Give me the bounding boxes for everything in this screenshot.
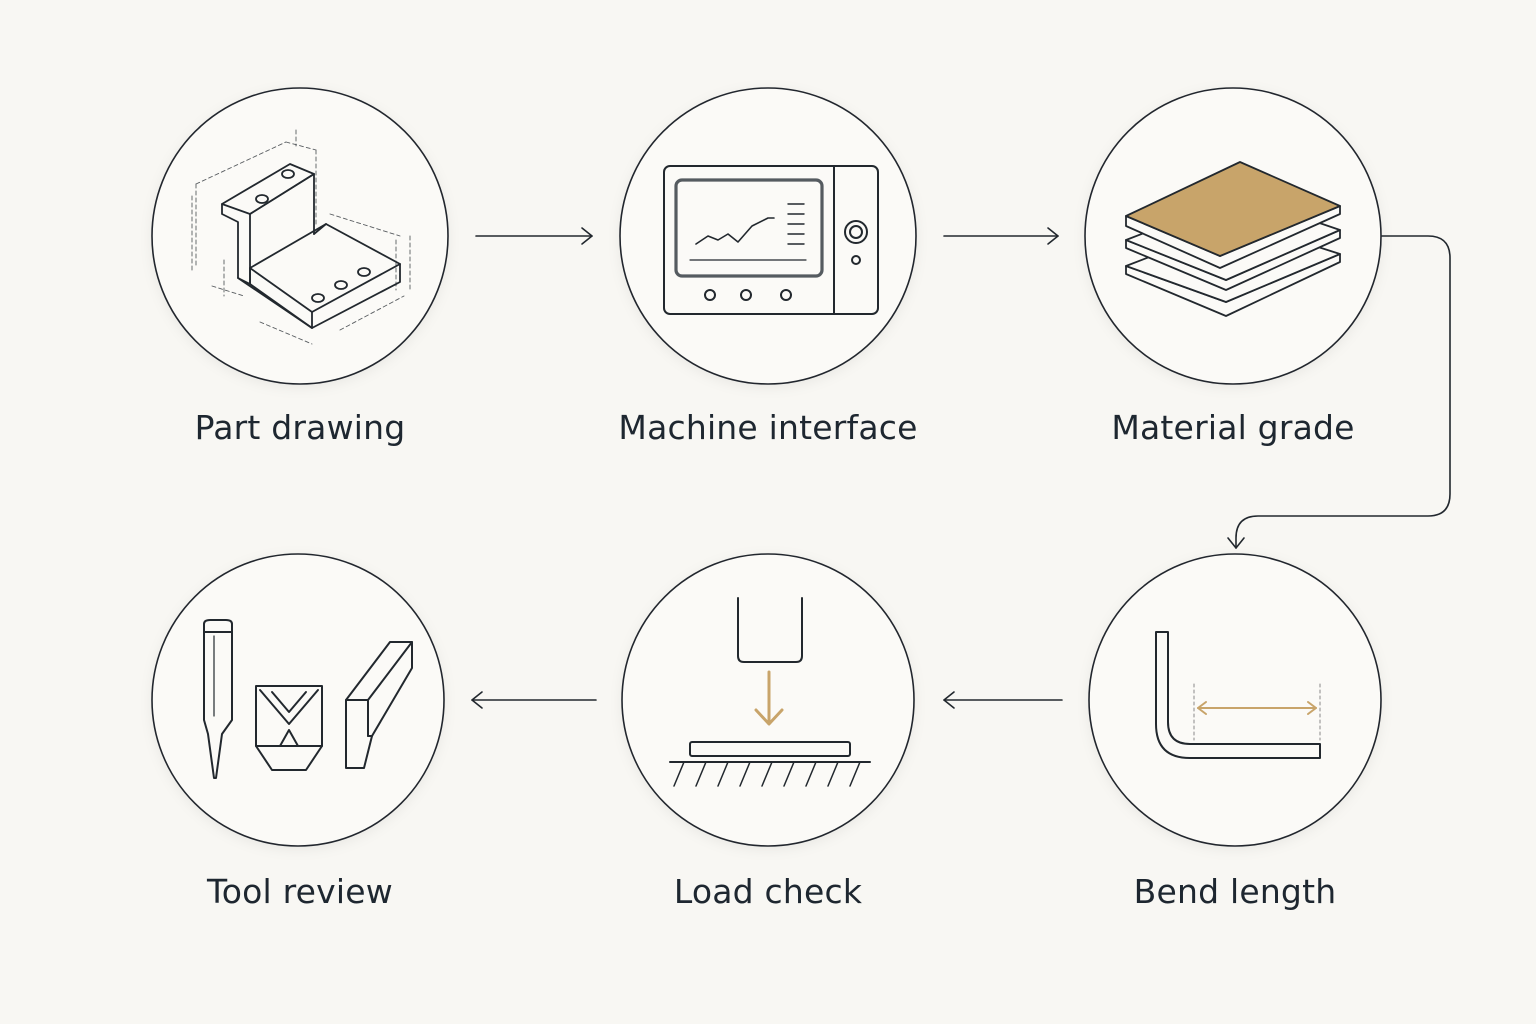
arrow-material-to-bend xyxy=(1227,235,1451,549)
step-label-part-drawing: Part drawing xyxy=(194,408,406,447)
material-grade-icon xyxy=(1125,161,1341,317)
machine-interface-icon xyxy=(663,165,879,315)
step-circle-part-drawing xyxy=(151,87,449,385)
load-check-icon xyxy=(669,597,871,787)
step-label-machine-interface: Machine interface xyxy=(618,408,918,447)
arrow-part-to-machine xyxy=(475,227,593,245)
arrow-machine-to-material xyxy=(943,227,1059,245)
step-label-load-check: Load check xyxy=(673,872,863,911)
arrow-load-to-tool xyxy=(471,691,597,709)
step-circle-machine-interface xyxy=(619,87,917,385)
step-label-material-grade: Material grade xyxy=(1111,408,1355,447)
step-circle-bend-length xyxy=(1088,553,1382,847)
step-label-tool-review: Tool review xyxy=(207,872,393,911)
bend-length-icon xyxy=(1155,631,1321,759)
tool-review-icon xyxy=(203,619,413,779)
part-drawing-icon xyxy=(191,129,411,345)
arrow-bend-to-load xyxy=(943,691,1063,709)
step-label-bend-length: Bend length xyxy=(1133,872,1337,911)
